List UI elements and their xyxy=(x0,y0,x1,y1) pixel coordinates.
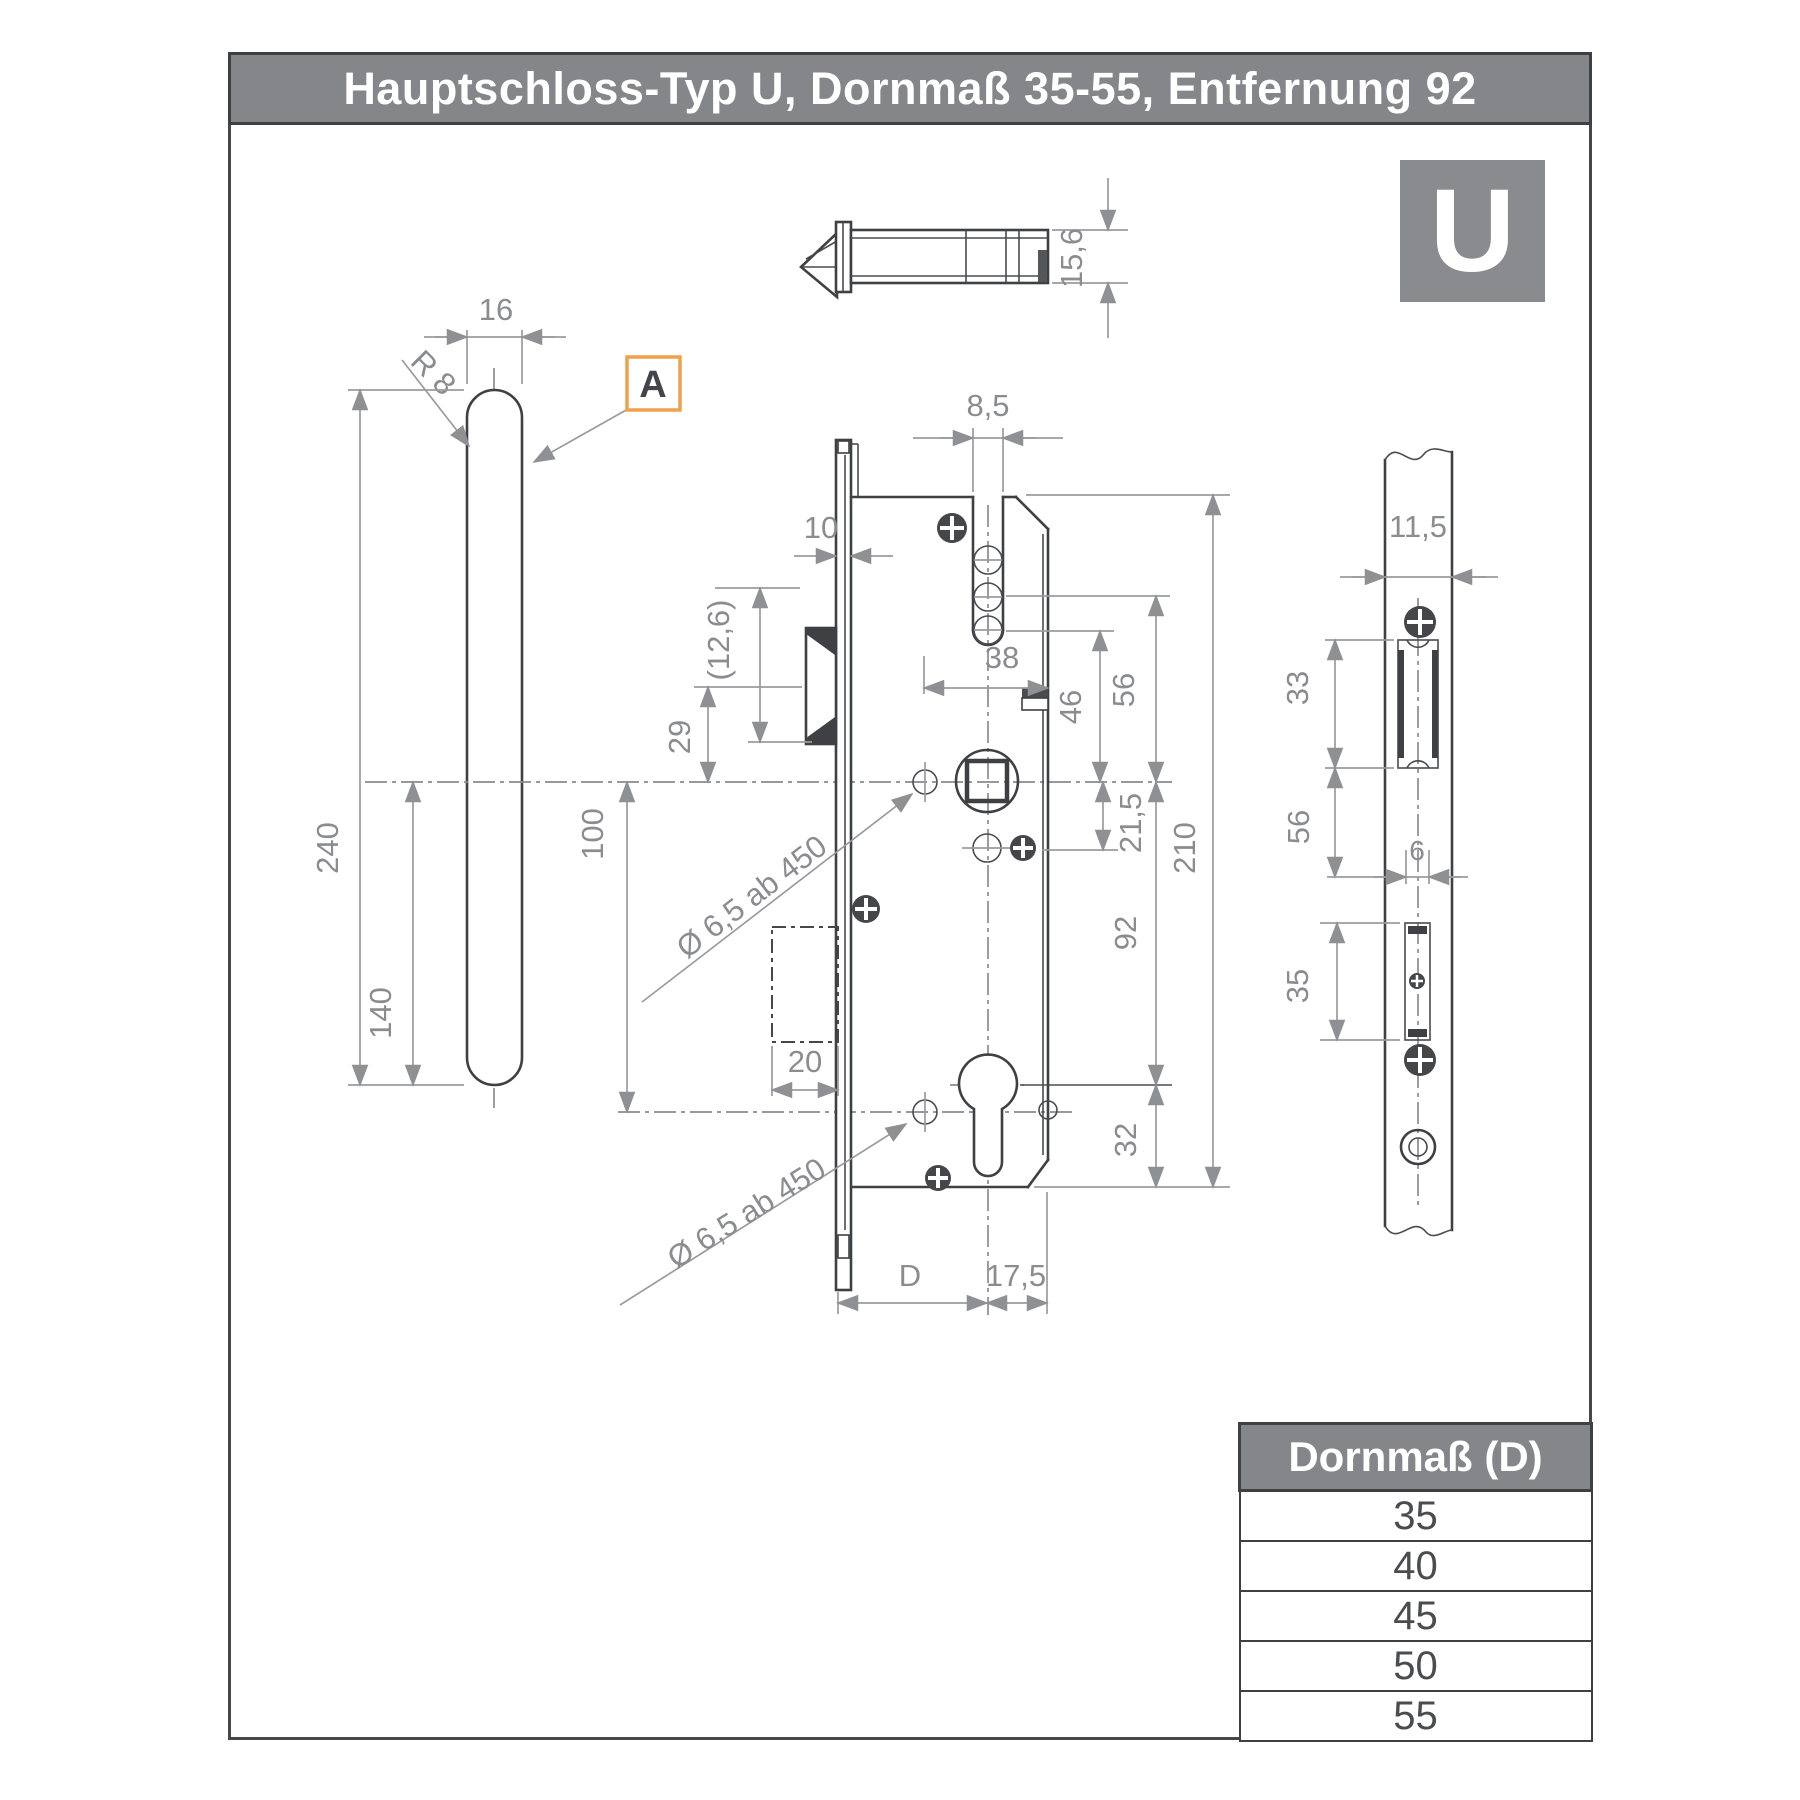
screw xyxy=(1404,1044,1436,1076)
dim-hole-note-lower: Ø 6,5 ab 450 xyxy=(661,1151,832,1276)
screw xyxy=(1404,606,1436,638)
screw xyxy=(852,895,880,923)
dim-strike-56: 56 xyxy=(1281,810,1316,844)
top-view: 15,6 xyxy=(799,178,1128,338)
title-bar: Hauptschloss-Typ U, Dornmaß 35-55, Entfe… xyxy=(228,52,1592,125)
dim-20: 20 xyxy=(788,1044,822,1079)
dim-21-5: 21,5 xyxy=(1113,793,1148,853)
dornmass-table-header: Dornmaß (D) xyxy=(1238,1422,1593,1492)
screw xyxy=(925,1165,951,1191)
dim-latch-to-axis: 29 xyxy=(662,720,697,754)
table-row: 50 xyxy=(1238,1640,1593,1692)
dornmass-value: 40 xyxy=(1238,1540,1593,1592)
dim-plate-length: 240 xyxy=(310,822,345,874)
table-row: 45 xyxy=(1238,1590,1593,1642)
handle-plate-view: 16 R 8 A 240 140 xyxy=(310,292,682,1108)
dim-top-height: 15,6 xyxy=(1054,228,1089,288)
table-row: 40 xyxy=(1238,1540,1593,1592)
dim-100: 100 xyxy=(575,808,610,860)
detail-marker-letter: A xyxy=(639,364,666,406)
dim-bolt-slot-width: 6 xyxy=(1409,835,1425,866)
dim-strike-width: 11,5 xyxy=(1389,509,1447,544)
dornmass-value: 55 xyxy=(1238,1690,1593,1742)
dornmass-table: Dornmaß (D) 35 40 45 50 55 xyxy=(1238,1422,1593,1742)
table-row: 55 xyxy=(1238,1690,1593,1742)
screw xyxy=(1010,835,1036,861)
dim-hole-note-upper: Ø 6,5 ab 450 xyxy=(670,828,834,965)
dornmass-value: 50 xyxy=(1238,1640,1593,1692)
dim-width-38: 38 xyxy=(985,640,1019,675)
table-row: 35 xyxy=(1238,1489,1593,1542)
dim-latch-opening-33: 33 xyxy=(1280,671,1315,705)
dim-faceplate-width: 10 xyxy=(804,510,838,545)
dim-32: 32 xyxy=(1108,1123,1143,1157)
dim-56: 56 xyxy=(1106,673,1141,707)
dim-plate-width: 16 xyxy=(479,292,513,327)
dim-46: 46 xyxy=(1053,690,1088,724)
dim-slot-width: 8,5 xyxy=(966,388,1009,423)
dornmass-value: 45 xyxy=(1238,1590,1593,1642)
dim-bolt-opening-35: 35 xyxy=(1280,969,1315,1003)
dim-backset-d: D xyxy=(899,1258,921,1293)
screw xyxy=(1409,973,1425,989)
faceplate-front-view: 11,5 33 56 6 xyxy=(1280,448,1498,1237)
type-badge-letter: U xyxy=(1429,165,1516,297)
dim-92: 92 xyxy=(1108,916,1143,950)
dim-210: 210 xyxy=(1167,822,1202,874)
screw xyxy=(937,513,967,543)
dim-17-5: 17,5 xyxy=(986,1258,1046,1293)
detail-marker-box xyxy=(625,355,682,412)
dim-latch-ref: (12,6) xyxy=(701,600,736,681)
type-badge: U xyxy=(1400,160,1545,302)
dornmass-value: 35 xyxy=(1238,1489,1593,1542)
page-title: Hauptschloss-Typ U, Dornmaß 35-55, Entfe… xyxy=(343,62,1477,114)
dim-plate-radius: R 8 xyxy=(404,343,463,402)
dim-plate-axis: 140 xyxy=(363,987,398,1039)
